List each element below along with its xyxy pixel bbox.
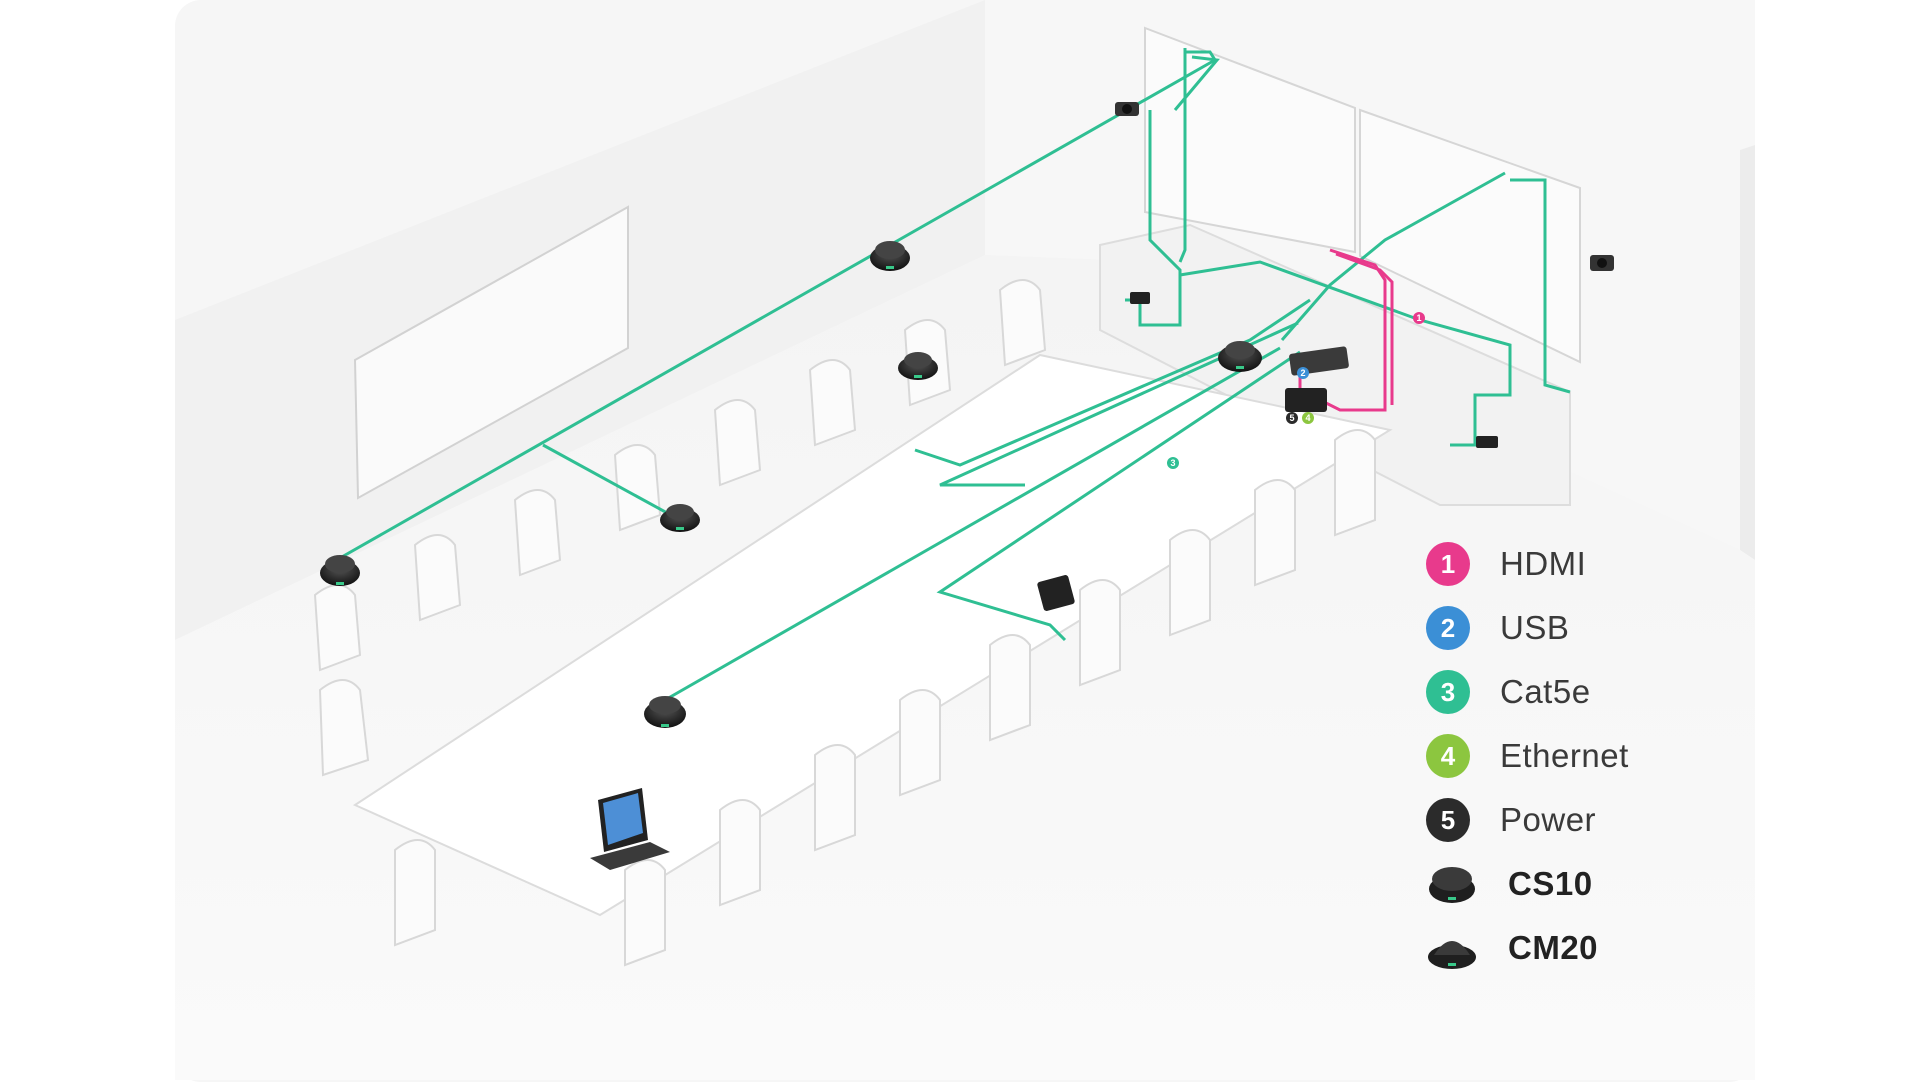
badge-cat5e: 3 xyxy=(1167,457,1179,469)
cm20-microphone-icon xyxy=(1428,941,1476,969)
legend-label-cs10: CS10 xyxy=(1508,865,1593,902)
hdmi-number-icon: 1 xyxy=(1426,542,1470,586)
legend-item-hdmi: 1 HDMI xyxy=(1426,536,1726,592)
whiteboard xyxy=(353,205,629,500)
power-number-icon: 5 xyxy=(1426,798,1470,842)
badge-ethernet-label: 4 xyxy=(1305,413,1310,423)
ethernet-number-icon: 4 xyxy=(1426,734,1470,778)
cm20-device xyxy=(898,352,938,380)
chair xyxy=(814,744,856,852)
cat5e-number-icon: 3 xyxy=(1426,670,1470,714)
camera-front xyxy=(1115,102,1139,116)
badge-hdmi: 1 xyxy=(1413,312,1425,324)
badge-hdmi-label: 1 xyxy=(1416,313,1421,323)
legend-label-usb: USB xyxy=(1500,609,1570,646)
badge-power-label: 5 xyxy=(1289,413,1294,423)
badge-cat5e-label: 3 xyxy=(1170,458,1175,468)
cs10-device xyxy=(644,696,686,728)
legend-item-usb: 2 USB xyxy=(1426,600,1726,656)
cm20-device xyxy=(1218,341,1262,372)
chair xyxy=(899,689,941,797)
legend-label-ethernet: Ethernet xyxy=(1500,737,1629,774)
usb-number-icon: 2 xyxy=(1426,606,1470,650)
chairs-front-row xyxy=(394,429,1376,967)
badge-usb: 2 xyxy=(1297,367,1309,379)
pc-box xyxy=(1285,388,1327,412)
legend: 1 HDMI 2 USB 3 Cat5e 4 Ethernet 5 Power … xyxy=(1426,536,1726,984)
chair xyxy=(413,534,462,622)
cs10-speakerphone-icon xyxy=(1429,867,1475,903)
chair xyxy=(1254,479,1296,587)
chair xyxy=(624,859,666,967)
chair xyxy=(1169,529,1211,637)
legend-label-cat5e: Cat5e xyxy=(1500,673,1591,710)
chair xyxy=(318,679,370,777)
legend-item-cm20: CM20 xyxy=(1426,920,1726,976)
legend-item-cat5e: 3 Cat5e xyxy=(1426,664,1726,720)
chair xyxy=(808,359,857,447)
chair xyxy=(713,399,762,487)
wall-box-right xyxy=(1476,436,1498,448)
tablet-controller xyxy=(1037,575,1075,611)
equipment xyxy=(590,102,1614,870)
legend-label-cm20: CM20 xyxy=(1508,929,1599,966)
badge-ethernet: 4 xyxy=(1302,412,1314,424)
cm20-device xyxy=(660,504,700,532)
legend-item-ethernet: 4 Ethernet xyxy=(1426,728,1726,784)
chair xyxy=(1334,429,1376,537)
badge-power: 5 xyxy=(1286,412,1298,424)
legend-label-power: Power xyxy=(1500,801,1597,838)
badge-usb-label: 2 xyxy=(1300,368,1305,378)
chair xyxy=(513,489,562,577)
legend-label-hdmi: HDMI xyxy=(1500,545,1587,582)
chair xyxy=(394,839,436,947)
cs10-device xyxy=(870,241,910,271)
display-screen-right xyxy=(1359,108,1581,364)
chair xyxy=(719,799,761,907)
chair xyxy=(613,444,662,532)
right-wall xyxy=(1740,145,1755,560)
scene-badges: 1 2 3 4 5 xyxy=(1167,312,1425,469)
chair xyxy=(998,279,1047,367)
cs10-device xyxy=(320,555,360,586)
chair xyxy=(989,634,1031,742)
wall-box-left xyxy=(1130,292,1150,304)
laptop xyxy=(590,788,670,870)
cat5e-cables xyxy=(339,48,1571,702)
legend-item-cs10: CS10 xyxy=(1426,856,1726,912)
chair xyxy=(1079,579,1121,687)
chair xyxy=(313,584,362,672)
legend-item-power: 5 Power xyxy=(1426,792,1726,848)
camera-side xyxy=(1590,255,1614,271)
conference-table xyxy=(352,353,1393,917)
microphones xyxy=(320,241,1262,728)
